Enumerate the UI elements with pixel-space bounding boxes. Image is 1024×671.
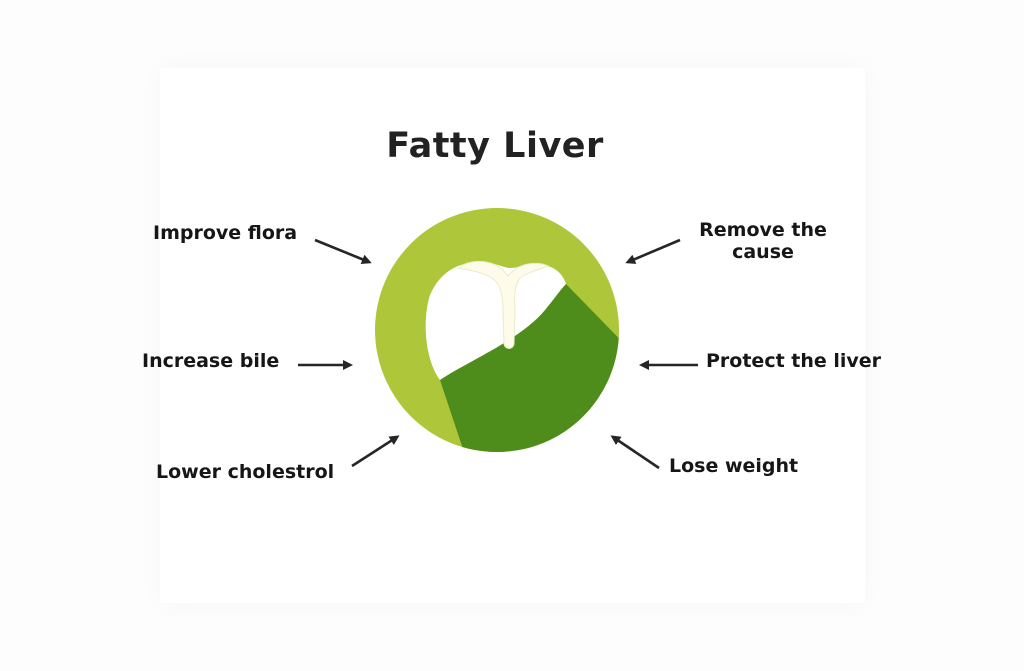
diagram-title: Fatty Liver	[386, 126, 604, 166]
label-lose-weight: Lose weight	[669, 455, 799, 477]
arrow-icon	[625, 238, 681, 264]
arrow-icon	[314, 238, 372, 264]
label-improve-flora: Improve flora	[153, 222, 298, 244]
gallbladder-duct	[456, 261, 550, 349]
liver-icon	[375, 208, 619, 452]
liver-lobe-white	[425, 262, 566, 380]
arrow-icon	[610, 435, 660, 470]
label-lower-cholestrol: Lower cholestrol	[156, 461, 335, 483]
arrows	[298, 238, 698, 470]
arrow-icon	[351, 435, 400, 468]
label-protect-the-liver: Protect the liver	[706, 350, 882, 372]
label-remove-the-cause: Remove the cause	[699, 219, 827, 263]
label-increase-bile: Increase bile	[142, 350, 280, 372]
